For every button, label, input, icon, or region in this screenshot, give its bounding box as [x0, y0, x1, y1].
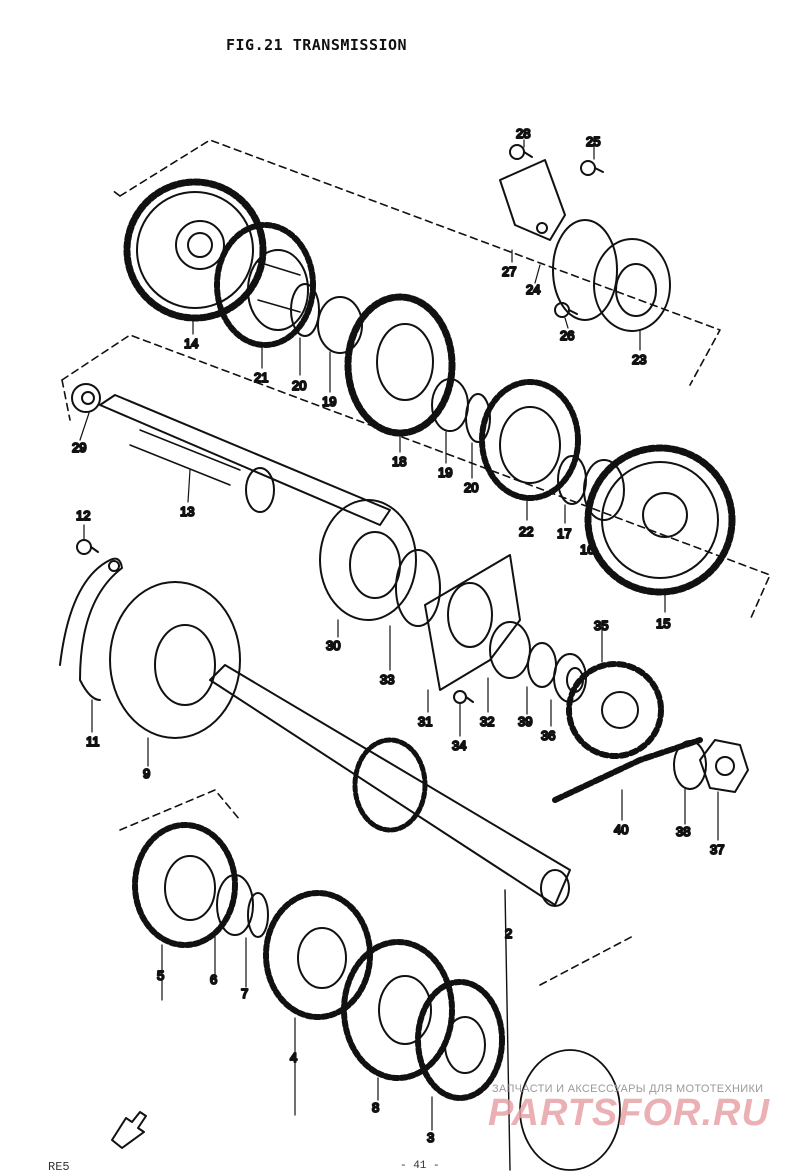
gear-18 — [344, 293, 456, 437]
gear-bottom-partial — [519, 1049, 621, 1171]
circlip-33 — [395, 549, 441, 627]
part-label-21: 21 — [254, 370, 268, 385]
part-label-26: 26 — [560, 328, 574, 343]
gear-15 — [584, 444, 736, 596]
engine-sprocket-35 — [566, 661, 664, 759]
screw-26 — [554, 302, 578, 318]
screw-12 — [76, 539, 99, 555]
part-label-36: 36 — [541, 728, 555, 743]
part-label-9: 9 — [143, 766, 150, 781]
part-label-20a: 20 — [292, 378, 306, 393]
gear-3 — [415, 979, 505, 1101]
part-label-32: 32 — [480, 714, 494, 729]
part-label-31: 31 — [418, 714, 432, 729]
part-label-19a: 19 — [322, 394, 336, 409]
part-label-5: 5 — [157, 968, 164, 983]
group-outline-upper — [111, 139, 721, 386]
figure-code: RE5 — [48, 1160, 70, 1174]
ring-24 — [552, 219, 618, 321]
part-label-37: 37 — [710, 842, 724, 857]
part-label-16: 16 — [580, 542, 594, 557]
washer-20-lower — [465, 393, 491, 443]
page-number: - 41 - — [400, 1160, 440, 1172]
gear-8 — [341, 939, 455, 1081]
oil-seal-retainer-31 — [424, 554, 521, 691]
front-arrow-icon — [111, 1111, 147, 1149]
screw-25 — [580, 160, 604, 176]
part-label-4: 4 — [290, 1050, 297, 1065]
bearing-stopper-27 — [499, 159, 566, 241]
watermark-logo: PARTSFOR.RU — [488, 1092, 770, 1134]
part-label-11: 11 — [86, 734, 100, 749]
gear-14 — [123, 178, 267, 322]
circlip-19-upper — [317, 296, 363, 354]
gear-4 — [263, 890, 373, 1020]
group-outline-lower — [119, 789, 636, 986]
screw-28 — [509, 144, 533, 160]
gear-5 — [132, 822, 238, 948]
figure-title: FIG.21 TRANSMISSION — [226, 36, 408, 54]
washer-7 — [247, 892, 269, 938]
part-label-12: 12 — [76, 508, 90, 523]
group-outline-middle — [61, 334, 771, 621]
part-label-17: 17 — [557, 526, 571, 541]
part-label-7: 7 — [241, 986, 248, 1001]
part-label-30: 30 — [326, 638, 340, 653]
bearing-retainer-11 — [59, 557, 123, 701]
part-label-19b: 19 — [438, 465, 452, 480]
part-label-14: 14 — [184, 336, 198, 351]
leader-lines — [79, 139, 719, 1131]
part-label-25: 25 — [586, 134, 600, 149]
part-label-40: 40 — [614, 822, 628, 837]
part-label-33: 33 — [380, 672, 394, 687]
oil-seal-32 — [489, 621, 531, 679]
part-label-2: 2 — [505, 926, 512, 941]
driveshaft-2 — [209, 664, 571, 1171]
gear-21 — [214, 222, 316, 348]
part-label-35: 35 — [594, 618, 608, 633]
part-label-22: 22 — [519, 524, 533, 539]
part-label-28: 28 — [516, 126, 530, 141]
gear-22 — [479, 379, 581, 501]
washer-38 — [673, 740, 707, 790]
watermark-tagline: ЗАПЧАСТИ И АКСЕССУАРЫ ДЛЯ МОТОТЕХНИКИ — [492, 1083, 764, 1095]
part-label-20b: 20 — [464, 480, 478, 495]
bearing-9 — [109, 581, 241, 739]
part-label-18: 18 — [392, 454, 406, 469]
part-label-3: 3 — [427, 1130, 434, 1145]
part-labels: 2 3 4 5 6 7 8 9 11 12 13 14 15 16 17 18 … — [71, 125, 725, 1146]
bearing-30 — [319, 499, 417, 621]
nut-37 — [699, 739, 749, 793]
part-label-8: 8 — [372, 1100, 379, 1115]
part-label-38: 38 — [676, 824, 690, 839]
washer-20-upper — [290, 283, 320, 337]
part-label-29: 29 — [72, 440, 86, 455]
o-ring-39 — [527, 642, 557, 688]
part-label-23: 23 — [632, 352, 646, 367]
part-label-13: 13 — [180, 504, 194, 519]
washer-16 — [583, 459, 625, 521]
screw-34 — [453, 690, 474, 704]
part-label-24: 24 — [526, 282, 540, 297]
part-label-34: 34 — [452, 738, 466, 753]
part-label-15: 15 — [656, 616, 670, 631]
bearing-23 — [593, 238, 671, 332]
circlip-6 — [216, 874, 254, 936]
countershaft-13 — [99, 394, 391, 526]
part-label-39: 39 — [518, 714, 532, 729]
bearing-29 — [71, 383, 101, 413]
part-label-6: 6 — [210, 972, 217, 987]
part-label-27: 27 — [502, 264, 516, 279]
